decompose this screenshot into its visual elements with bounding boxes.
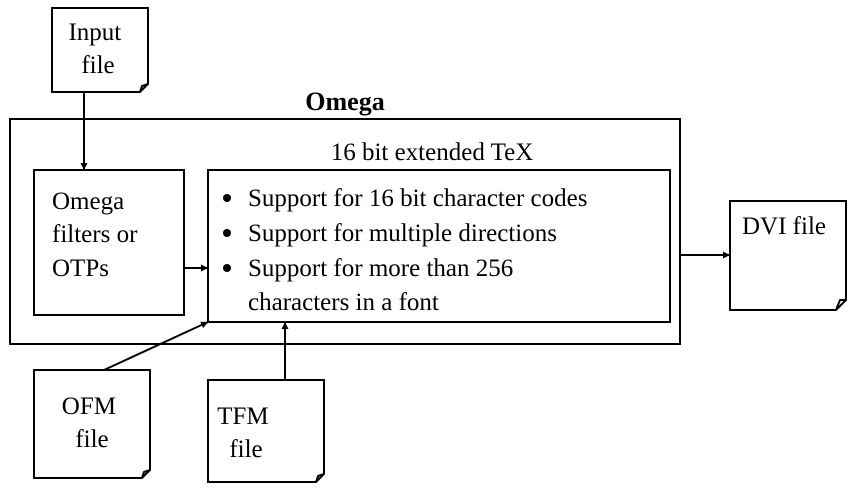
tfm-file-label-line-1: TFM bbox=[217, 403, 268, 430]
bullet-1-text: Support for 16 bit character codes bbox=[248, 185, 587, 212]
svg-text:Omega filters or O: Omega filters or OTPs bbox=[52, 188, 144, 282]
omega-filters-box: Omega filters or OTPs bbox=[33, 169, 185, 316]
filters-label-line-2: filters or bbox=[52, 221, 138, 248]
bullet-3-text-line-1: Support for more than 256 bbox=[248, 255, 513, 282]
bullet-1 bbox=[223, 194, 231, 202]
bullet-3 bbox=[223, 264, 231, 272]
dvi-file-label: DVI file bbox=[742, 213, 826, 240]
ofm-file-label-line-1: OFM bbox=[62, 393, 116, 420]
tex-box-title: 16 bit extended TeX bbox=[331, 139, 534, 166]
bullet-2-text: Support for multiple directions bbox=[248, 220, 557, 247]
input-file-label-line-2: file bbox=[81, 52, 114, 79]
ofm-file-label-line-2: file bbox=[75, 426, 108, 453]
bullet-2 bbox=[223, 229, 231, 237]
filters-label-line-1: Omega bbox=[52, 188, 124, 215]
omega-title: Omega bbox=[305, 87, 384, 116]
tfm-file-label-line-2: file bbox=[229, 436, 262, 463]
input-file-document: Input file bbox=[51, 7, 149, 93]
svg-text:Support for 16 bit character c: Support for 16 bit character codes Suppo… bbox=[248, 185, 594, 316]
svg-text:TFM file: TFM file bbox=[217, 403, 275, 463]
input-file-label-line-1: Input bbox=[68, 19, 121, 46]
tfm-file-document: TFM file bbox=[207, 379, 325, 483]
ofm-file-document: OFM file bbox=[33, 369, 151, 479]
filters-label-line-3: OTPs bbox=[52, 255, 109, 282]
omega-outer-box bbox=[9, 118, 681, 345]
svg-text:Input file: Input file bbox=[68, 19, 127, 79]
dvi-file-document: DVI file bbox=[729, 200, 847, 311]
bullet-3-text-line-2: characters in a font bbox=[248, 289, 439, 316]
arrow-ofm-to-tex bbox=[103, 321, 209, 371]
extended-tex-box: Support for 16 bit character codes Suppo… bbox=[207, 169, 671, 323]
svg-text:OFM file: OFM file bbox=[62, 393, 122, 453]
